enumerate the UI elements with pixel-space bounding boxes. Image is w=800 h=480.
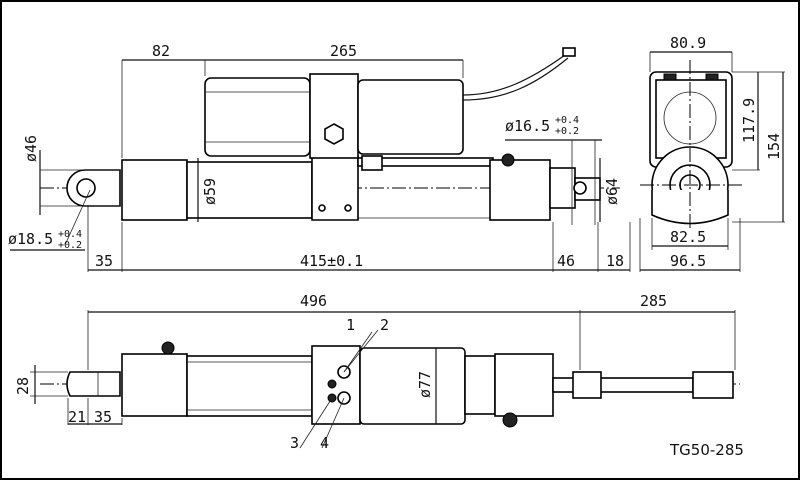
tol-16-5-upper: +0.4: [555, 115, 579, 126]
dim-dia-16-5: ø16.5: [505, 117, 550, 135]
dim-18: 18: [606, 252, 624, 270]
end-view: [639, 51, 785, 272]
dim-35: 35: [95, 252, 113, 270]
model-label: TG50-285: [669, 441, 744, 459]
dim-415: 415±0.1: [300, 252, 363, 270]
dim-dia-46: ø46: [22, 135, 40, 162]
tol-16-5-lower: +0.2: [555, 126, 579, 137]
callout-1: 1: [346, 316, 355, 334]
callout-3: 3: [290, 434, 299, 452]
dim-82: 82: [152, 42, 170, 60]
dim-46-end: 46: [557, 252, 575, 270]
dim-117-9: 117.9: [740, 98, 758, 143]
bottom-view: [30, 310, 740, 449]
tol-18-5-upper: +0.4: [58, 229, 82, 240]
dim-96-5: 96.5: [670, 252, 706, 270]
tol-18-5-lower: +0.2: [58, 240, 82, 251]
dim-dia-77: ø77: [416, 371, 434, 398]
dim-265: 265: [330, 42, 357, 60]
callout-2: 2: [380, 316, 389, 334]
dim-82-5: 82.5: [670, 228, 706, 246]
dim-285: 285: [640, 292, 667, 310]
top-view: [10, 47, 631, 272]
dim-dia-18-5: ø18.5: [8, 230, 53, 248]
dim-35-bottom: 35: [94, 408, 112, 426]
dim-154: 154: [765, 133, 783, 160]
dim-21: 21: [68, 408, 86, 426]
dim-28: 28: [14, 377, 32, 395]
dim-496: 496: [300, 292, 327, 310]
dim-80-9: 80.9: [670, 34, 706, 52]
dim-dia-64: ø64: [603, 178, 621, 205]
callout-4: 4: [320, 434, 329, 452]
dim-dia-59: ø59: [201, 178, 219, 205]
